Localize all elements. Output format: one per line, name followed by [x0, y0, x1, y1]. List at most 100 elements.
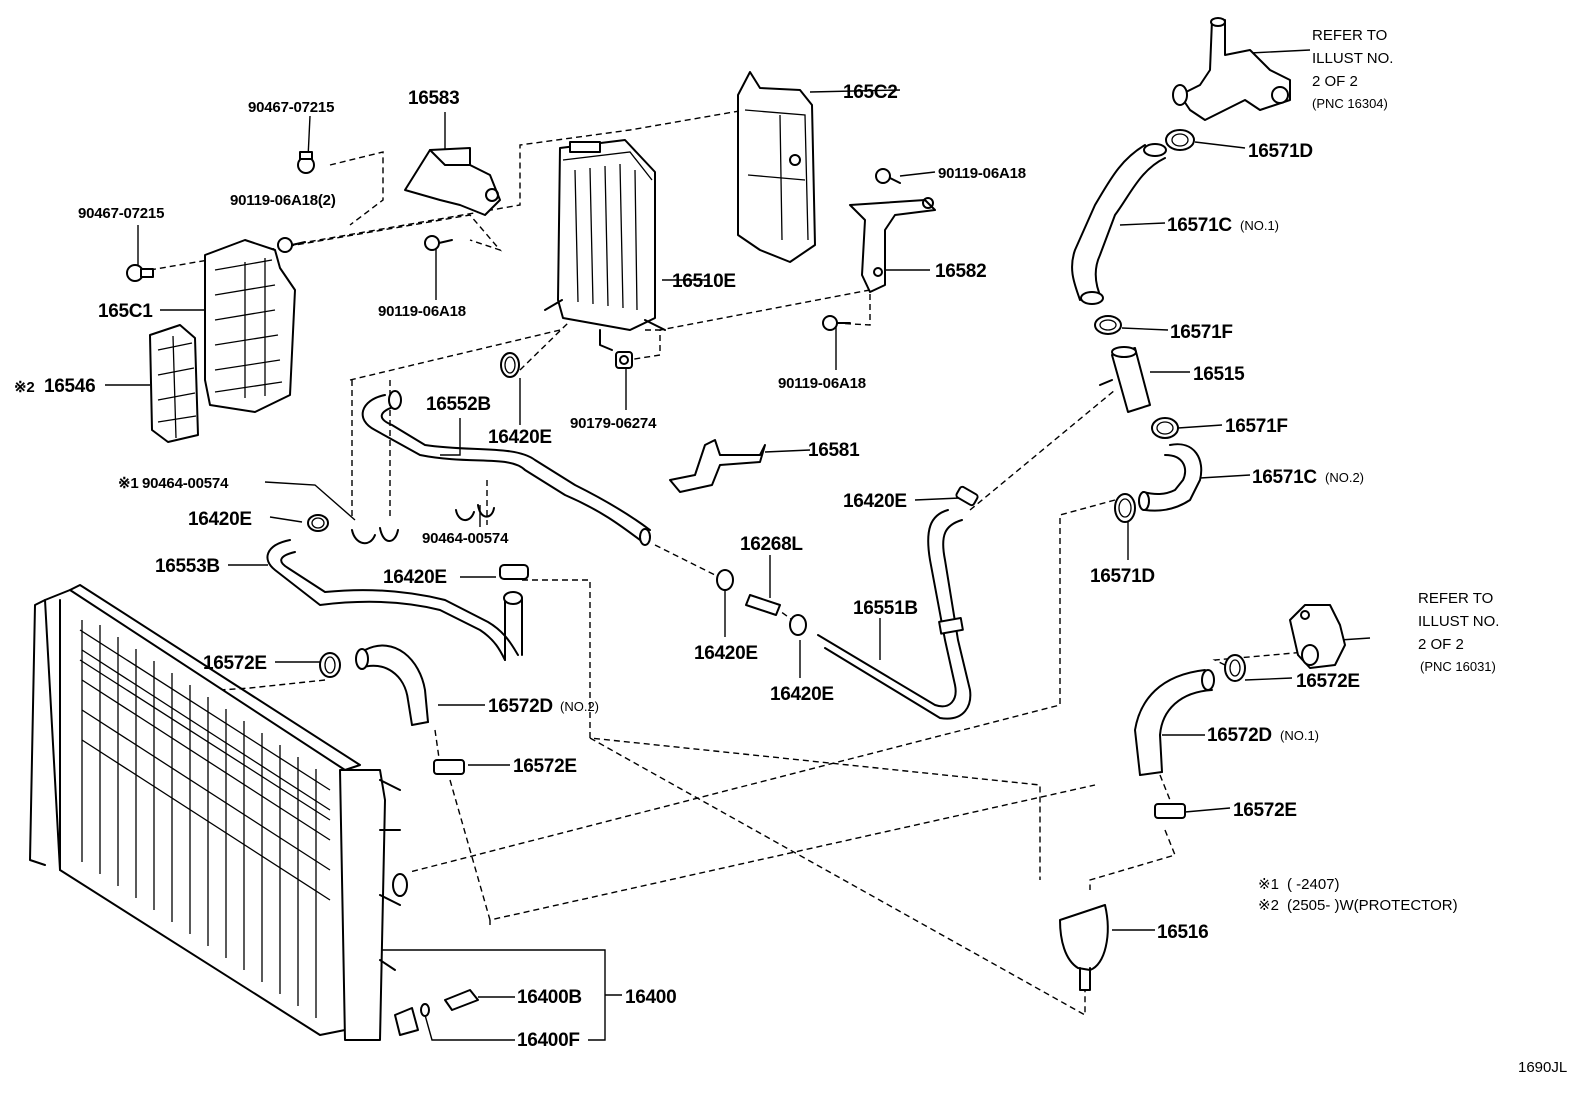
gasket-icon-16400F [420, 1003, 430, 1017]
clamp-icon-16572E-d [1154, 803, 1186, 819]
figure-id: 1690JL [1518, 1059, 1567, 1076]
label-16400F: 16400F [517, 1030, 580, 1051]
hose-16552B-drawing [361, 390, 651, 546]
refer-note-mid: REFER TO ILLUST NO. 2 OF 2 (PNC 16031) [1418, 590, 1499, 674]
label-16571C-no1: 16571C [1167, 215, 1232, 236]
pipe-16551B-drawing [817, 509, 972, 720]
refer-note-top: REFER TO ILLUST NO. 2 OF 2 (PNC 16304) [1312, 27, 1393, 111]
label-90464-00574-a-mark: ※1 [118, 475, 139, 492]
bolt-icon-90119-c [822, 315, 851, 331]
bracket-16583-drawing [404, 147, 501, 216]
label-16572D-no2: 16572D [488, 696, 553, 717]
clamp-icon-16571F-b [1151, 417, 1179, 439]
label-16571F-b: 16571F [1225, 416, 1288, 437]
hose-16571C-no2-drawing [1138, 443, 1203, 512]
protector-16546-drawing [149, 324, 199, 443]
label-16420E-f: 16420E [843, 491, 907, 512]
refer-mid-line3: 2 OF 2 [1418, 636, 1464, 653]
shroud-165C1-drawing [204, 239, 296, 413]
refer-top-line3: 2 OF 2 [1312, 73, 1358, 90]
water-inlet-housing-drawing [1289, 604, 1346, 669]
label-16515: 16515 [1193, 364, 1245, 385]
clamp-icon-16420E-a [500, 352, 520, 378]
clamp-icon-16572E-b [433, 759, 465, 775]
refer-mid-line1: REFER TO [1418, 590, 1493, 607]
label-16571D-a: 16571D [1248, 141, 1313, 162]
hose-16572D-no1-drawing [1134, 669, 1215, 776]
label-16553B: 16553B [155, 556, 220, 577]
cooler-16510E-drawing [544, 139, 666, 351]
clamp-icon-16420E-c [499, 564, 529, 580]
label-16572E-b: 16572E [513, 756, 577, 777]
label-16572D-no1-sub: (NO.1) [1280, 728, 1319, 743]
label-16572E-d: 16572E [1233, 800, 1297, 821]
clamp-icon-16572E-c [1224, 654, 1246, 682]
label-16268L: 16268L [740, 534, 803, 555]
label-16582: 16582 [935, 261, 986, 282]
water-outlet-housing-drawing [1172, 17, 1291, 121]
label-16571F-a: 16571F [1170, 322, 1233, 343]
clamp-icon-16420E-b [307, 514, 329, 532]
clip-icon-90464-b [455, 504, 495, 521]
label-90119-06a18-c: 90119-06A18 [778, 375, 866, 392]
connector-16516-drawing [1059, 904, 1109, 991]
bolt-icon-90119-a [424, 235, 453, 251]
label-16516: 16516 [1157, 922, 1208, 943]
label-16400: 16400 [625, 987, 676, 1008]
label-16546-mark: ※2 [14, 379, 35, 396]
clamp-icon-16571F-a [1094, 315, 1122, 335]
clamp-icon-16572E-a [319, 652, 341, 678]
label-16571C-no2: 16571C [1252, 467, 1317, 488]
clamp-icon-16571D-b [1114, 493, 1136, 523]
label-16571C-no1-sub: (NO.1) [1240, 218, 1279, 233]
label-16420E-a: 16420E [488, 427, 552, 448]
label-165C1: 165C1 [98, 301, 153, 322]
label-16400B: 16400B [517, 987, 582, 1008]
label-90464-00574-a: 90464-00574 [142, 475, 229, 492]
label-90119-06a18-a: 90119-06A18 [378, 303, 466, 320]
label-165C2: 165C2 [843, 82, 898, 103]
label-16572E-a: 16572E [203, 653, 267, 674]
label-16420E-c: 16420E [383, 567, 447, 588]
bolt-icon-90119-2 [277, 237, 306, 253]
label-16552B: 16552B [426, 394, 491, 415]
label-16572E-c: 16572E [1296, 671, 1360, 692]
refer-top-line4: (PNC 16304) [1312, 96, 1388, 111]
drain-plug-16400B-drawing [444, 989, 479, 1011]
hose-16571C-no1-drawing [1071, 143, 1167, 305]
bracket-16581-drawing [669, 439, 766, 493]
hose-16553B-drawing [266, 539, 523, 661]
label-90467-07215-b: 90467-07215 [78, 205, 164, 222]
bolt-icon-90467-b [126, 264, 154, 282]
label-16510E: 16510E [672, 271, 736, 292]
label-90467-07215-a: 90467-07215 [248, 99, 334, 116]
refer-mid-line2: ILLUST NO. [1418, 613, 1499, 630]
bolt-icon-90119-b [875, 168, 901, 184]
note1-mark: ※1 [1258, 876, 1279, 893]
radiator-16400-drawing [29, 584, 419, 1041]
label-90119-06a18-b: 90119-06A18 [938, 165, 1026, 182]
clamp-icon-16420E-e [789, 614, 807, 636]
joint-16515-drawing [1099, 346, 1151, 413]
label-16583: 16583 [408, 88, 459, 109]
note2-mark: ※2 [1258, 897, 1279, 914]
bracket-16582-drawing [849, 197, 936, 293]
label-16571C-no2-sub: (NO.2) [1325, 470, 1364, 485]
footnotes: ※1 ( -2407) ※2 (2505- )W(PROTECTOR) [1258, 876, 1458, 914]
label-90464-00574-b: 90464-00574 [422, 530, 509, 547]
clamp-icon-16420E-f [955, 485, 979, 507]
bracket-165C2-drawing [737, 71, 816, 263]
label-16420E-d: 16420E [694, 643, 758, 664]
label-90119-06a18-qty2: 90119-06A18(2) [230, 192, 336, 209]
pipe-16268L-drawing [745, 594, 781, 616]
hose-16572D-no2-drawing [355, 644, 429, 726]
label-16420E-b: 16420E [188, 509, 252, 530]
clip-icon-90464-a [351, 527, 399, 545]
label-16572D-no2-sub: (NO.2) [560, 699, 599, 714]
clamp-icon-16420E-d [716, 569, 734, 591]
label-16420E-e: 16420E [770, 684, 834, 705]
label-16551B: 16551B [853, 598, 918, 619]
label-90179-06274: 90179-06274 [570, 415, 657, 432]
label-16546: 16546 [44, 376, 95, 397]
